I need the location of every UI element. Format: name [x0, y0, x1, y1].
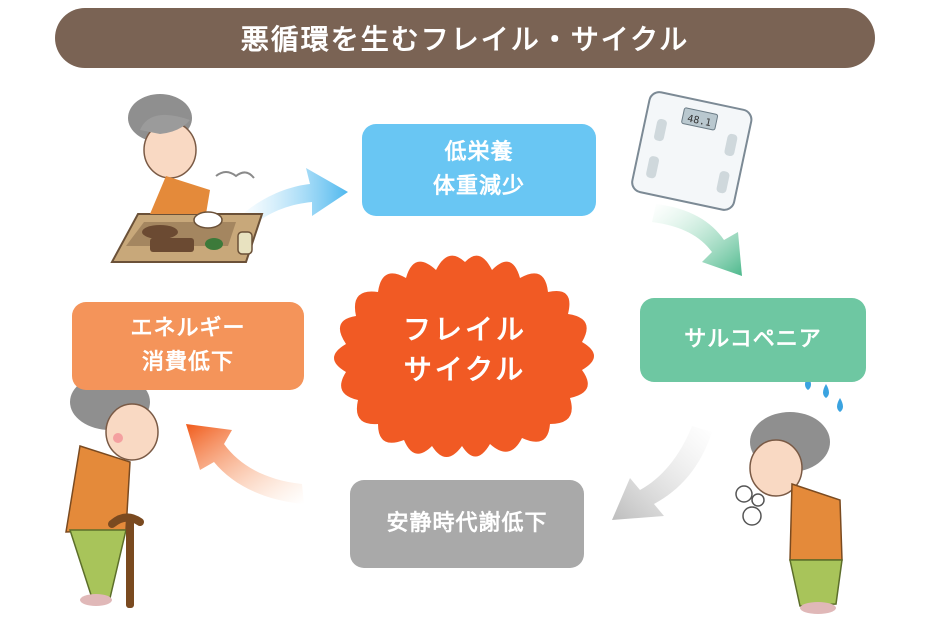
- expenditure-decrease-label: 消費低下: [141, 350, 234, 375]
- scale-display: 48.1: [686, 113, 712, 129]
- arrow-to-metabolism: [612, 426, 712, 520]
- center-line-1: フレイル: [402, 313, 527, 346]
- sarcopenia-label: サルコペニア: [684, 327, 822, 352]
- frailty-cycle-center-label: フレイル サイクル: [385, 300, 545, 400]
- center-burst-shape: [334, 255, 594, 457]
- center-line-2: サイクル: [403, 353, 527, 386]
- arrow-to-diet: [238, 168, 348, 228]
- undernutrition-weight-loss-box: 低栄養 体重減少: [362, 124, 596, 216]
- energy-label: エネルギー: [130, 316, 246, 341]
- weight-loss-label: 体重減少: [432, 174, 525, 199]
- scale-illustration: 48.1: [631, 91, 753, 211]
- tired-woman-illustration: [735, 376, 843, 614]
- resting-metabolism-label: 安静時代謝低下: [386, 511, 548, 536]
- arrow-to-sarcopenia: [652, 204, 742, 276]
- energy-expenditure-decrease-box: エネルギー 消費低下: [72, 302, 304, 390]
- resting-metabolism-decrease-box: 安静時代謝低下: [350, 480, 584, 568]
- sarcopenia-box: サルコペニア: [640, 298, 866, 382]
- woman-eating-illustration: [110, 94, 264, 263]
- undernutrition-label: 低栄養: [444, 140, 514, 165]
- diagram-title: 悪循環を生むフレイル・サイクル: [55, 8, 875, 68]
- arrow-to-energy: [186, 424, 304, 504]
- woman-with-cane-illustration: [65, 374, 159, 608]
